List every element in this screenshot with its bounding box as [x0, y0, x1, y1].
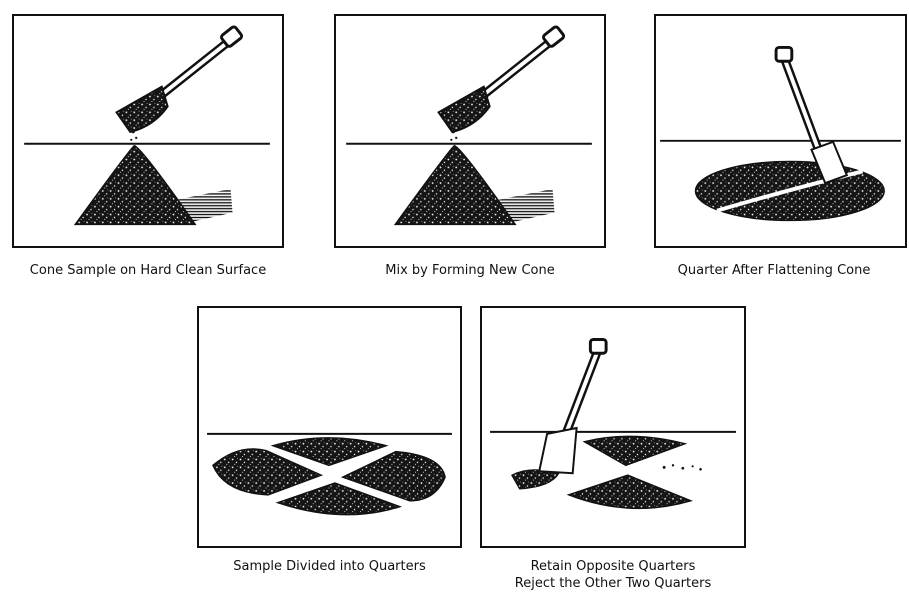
caption-text: Sample Divided into Quarters: [187, 558, 472, 575]
caption-line-1: Retain Opposite Quarters: [470, 558, 756, 575]
quarter-piles-icon: [569, 436, 691, 508]
mix-new-cone-illustration: [336, 16, 604, 246]
sample-cone-icon: [75, 146, 195, 225]
quarter-flatten-illustration: [656, 16, 905, 246]
retain-opposite-illustration: [482, 308, 744, 546]
panel-quarter-flatten: [654, 14, 907, 248]
quarter-piles-icon: [213, 438, 445, 515]
shovel-icon: [539, 339, 606, 473]
caption-mix-new-cone: Mix by Forming New Cone: [324, 262, 616, 279]
sample-cone-icon: [395, 146, 515, 225]
caption-cone-sample: Cone Sample on Hard Clean Surface: [2, 262, 294, 279]
caption-text: Mix by Forming New Cone: [324, 262, 616, 279]
caption-divided-quarters: Sample Divided into Quarters: [187, 558, 472, 575]
panel-cone-sample: [12, 14, 284, 248]
caption-text: Cone Sample on Hard Clean Surface: [2, 262, 294, 279]
panel-divided-quarters: [197, 306, 462, 548]
panel-mix-new-cone: [334, 14, 606, 248]
caption-retain-opposite: Retain Opposite Quarters Reject the Othe…: [470, 558, 756, 592]
caption-quarter-flatten: Quarter After Flattening Cone: [640, 262, 908, 279]
caption-line-2: Reject the Other Two Quarters: [470, 575, 756, 592]
shovel-icon: [439, 26, 565, 132]
caption-text: Quarter After Flattening Cone: [640, 262, 908, 279]
divided-quarters-illustration: [199, 308, 460, 546]
shovel-icon: [117, 26, 243, 132]
panel-retain-opposite: [480, 306, 746, 548]
cone-sample-illustration: [14, 16, 282, 246]
